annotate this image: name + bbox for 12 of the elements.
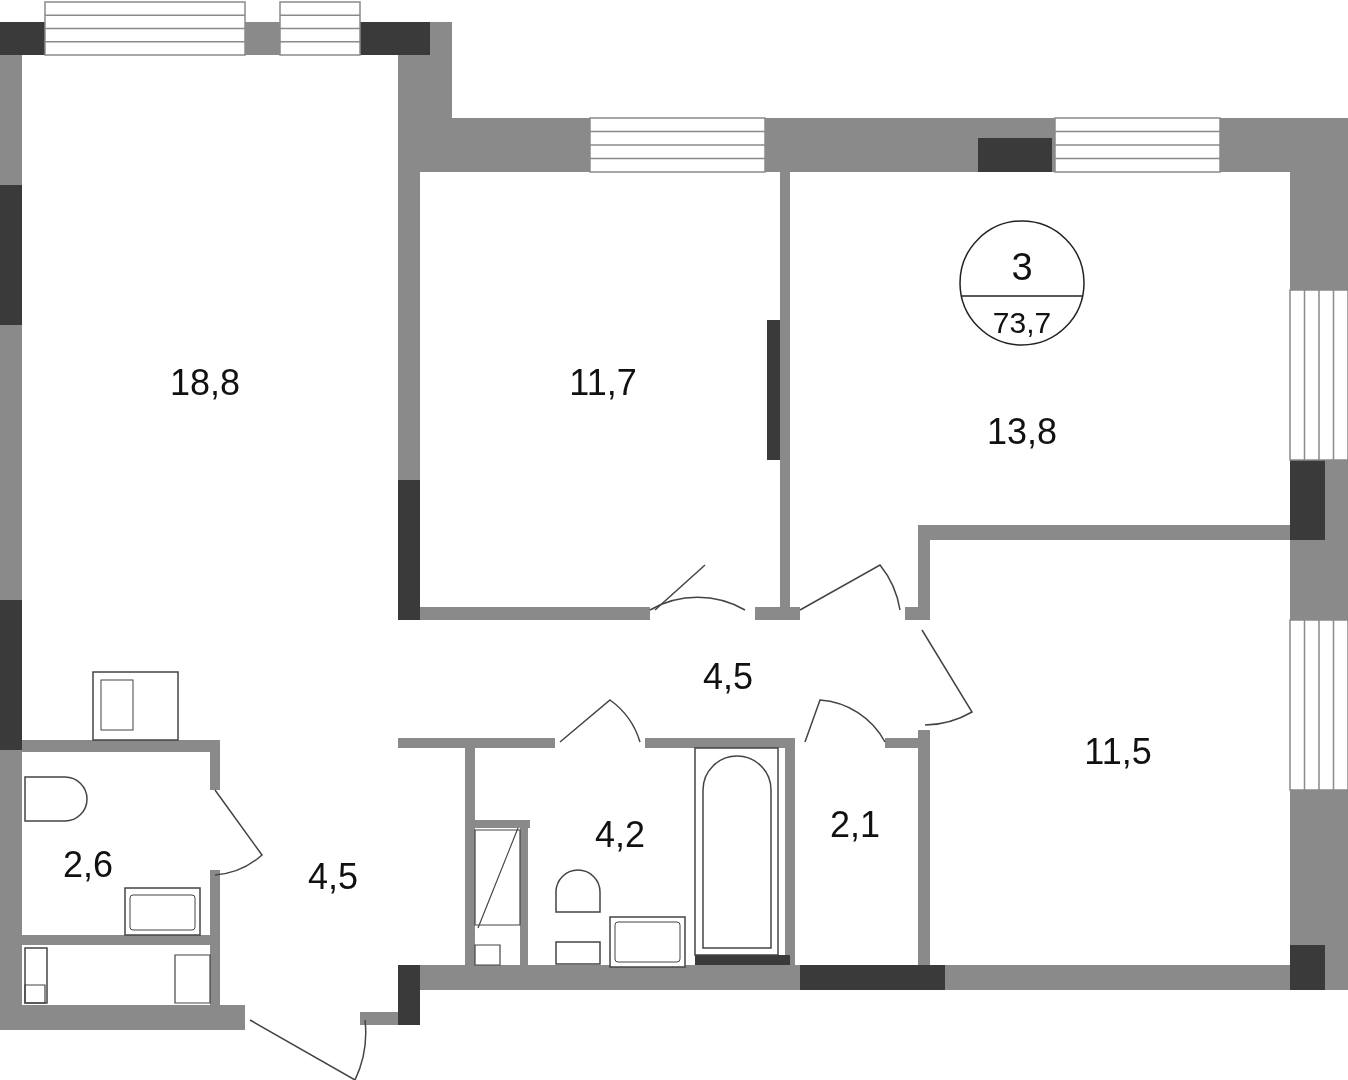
apartment-info-circle	[958, 219, 1086, 347]
room-area: 4,2	[595, 817, 645, 853]
room-area: 11,7	[569, 365, 637, 401]
room-count: 3	[1011, 248, 1033, 286]
room-area: 4,5	[703, 659, 753, 695]
room-area: 2,6	[63, 847, 113, 883]
room-area: 11,5	[1084, 734, 1152, 770]
room-area: 13,8	[986, 414, 1058, 450]
room-area: 18,8	[169, 365, 241, 401]
room-area: 4,5	[308, 859, 358, 895]
room-area: 2,1	[830, 807, 880, 843]
total-area: 73,7	[992, 308, 1052, 338]
